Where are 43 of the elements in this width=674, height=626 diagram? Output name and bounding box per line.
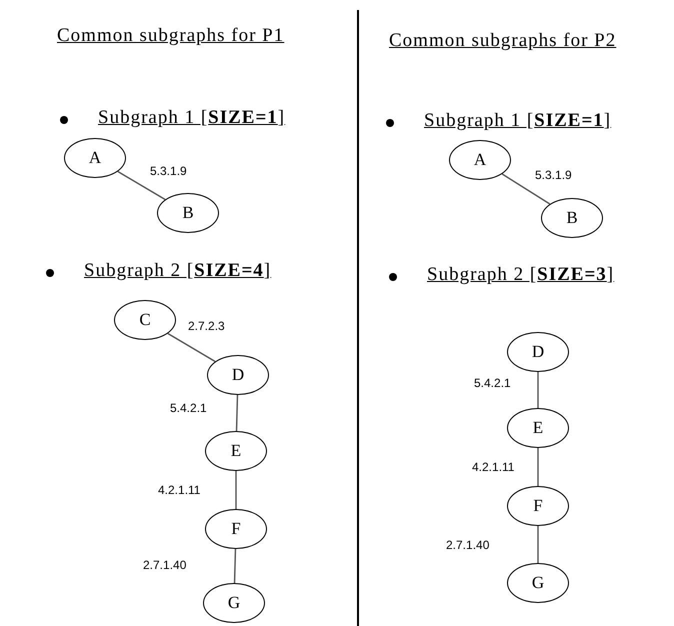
connector-line [235, 471, 237, 509]
node-ellipse [114, 300, 176, 340]
node-label: B [566, 207, 578, 230]
edge-label: 4.2.1.11 [472, 461, 514, 473]
heading-text: Common subgraphs for P1 [57, 25, 284, 47]
heading-text: Common subgraphs for P2 [389, 30, 616, 52]
node-ellipse [64, 138, 126, 178]
heading-text: Subgraph 2 [SIZE=4] [84, 260, 272, 282]
connector-line [236, 394, 238, 432]
edge-label: 2.7.2.3 [188, 320, 225, 332]
heading-text: Subgraph 1 [SIZE=1] [98, 107, 286, 129]
node-label: D [232, 364, 244, 386]
node-label: G [228, 592, 240, 614]
connector-line [537, 526, 539, 563]
node-ellipse [157, 193, 219, 233]
node-ellipse [207, 355, 269, 395]
heading-text: Subgraph 1 [SIZE=1] [424, 110, 612, 132]
connector-line [537, 448, 539, 486]
connector-line [537, 372, 539, 408]
heading-text: Subgraph 2 [SIZE=3] [427, 264, 614, 286]
node-ellipse [449, 140, 511, 180]
node-label: C [139, 309, 151, 332]
edge-label: 2.7.1.40 [446, 539, 490, 551]
connector-line [502, 173, 550, 205]
edge-label: 5.4.2.1 [170, 402, 207, 414]
node-label: D [532, 341, 544, 364]
edge-label: 4.2.1.11 [158, 484, 200, 496]
node-label: F [231, 518, 241, 540]
node-label: E [230, 440, 242, 462]
connector-line [234, 548, 236, 584]
edge-label: 5.4.2.1 [474, 377, 511, 389]
connector-line [118, 170, 166, 200]
node-label: B [182, 202, 194, 224]
node-ellipse [541, 198, 603, 238]
node-label: E [532, 417, 544, 440]
edge-label: 2.7.1.40 [143, 559, 186, 571]
node-label: A [474, 149, 486, 172]
connector-line [168, 332, 216, 362]
node-label: G [532, 572, 544, 594]
edge-label: 5.3.1.9 [150, 165, 187, 177]
edge-label: 5.3.1.9 [535, 169, 572, 181]
node-label: A [88, 147, 102, 170]
node-label: F [533, 495, 543, 518]
